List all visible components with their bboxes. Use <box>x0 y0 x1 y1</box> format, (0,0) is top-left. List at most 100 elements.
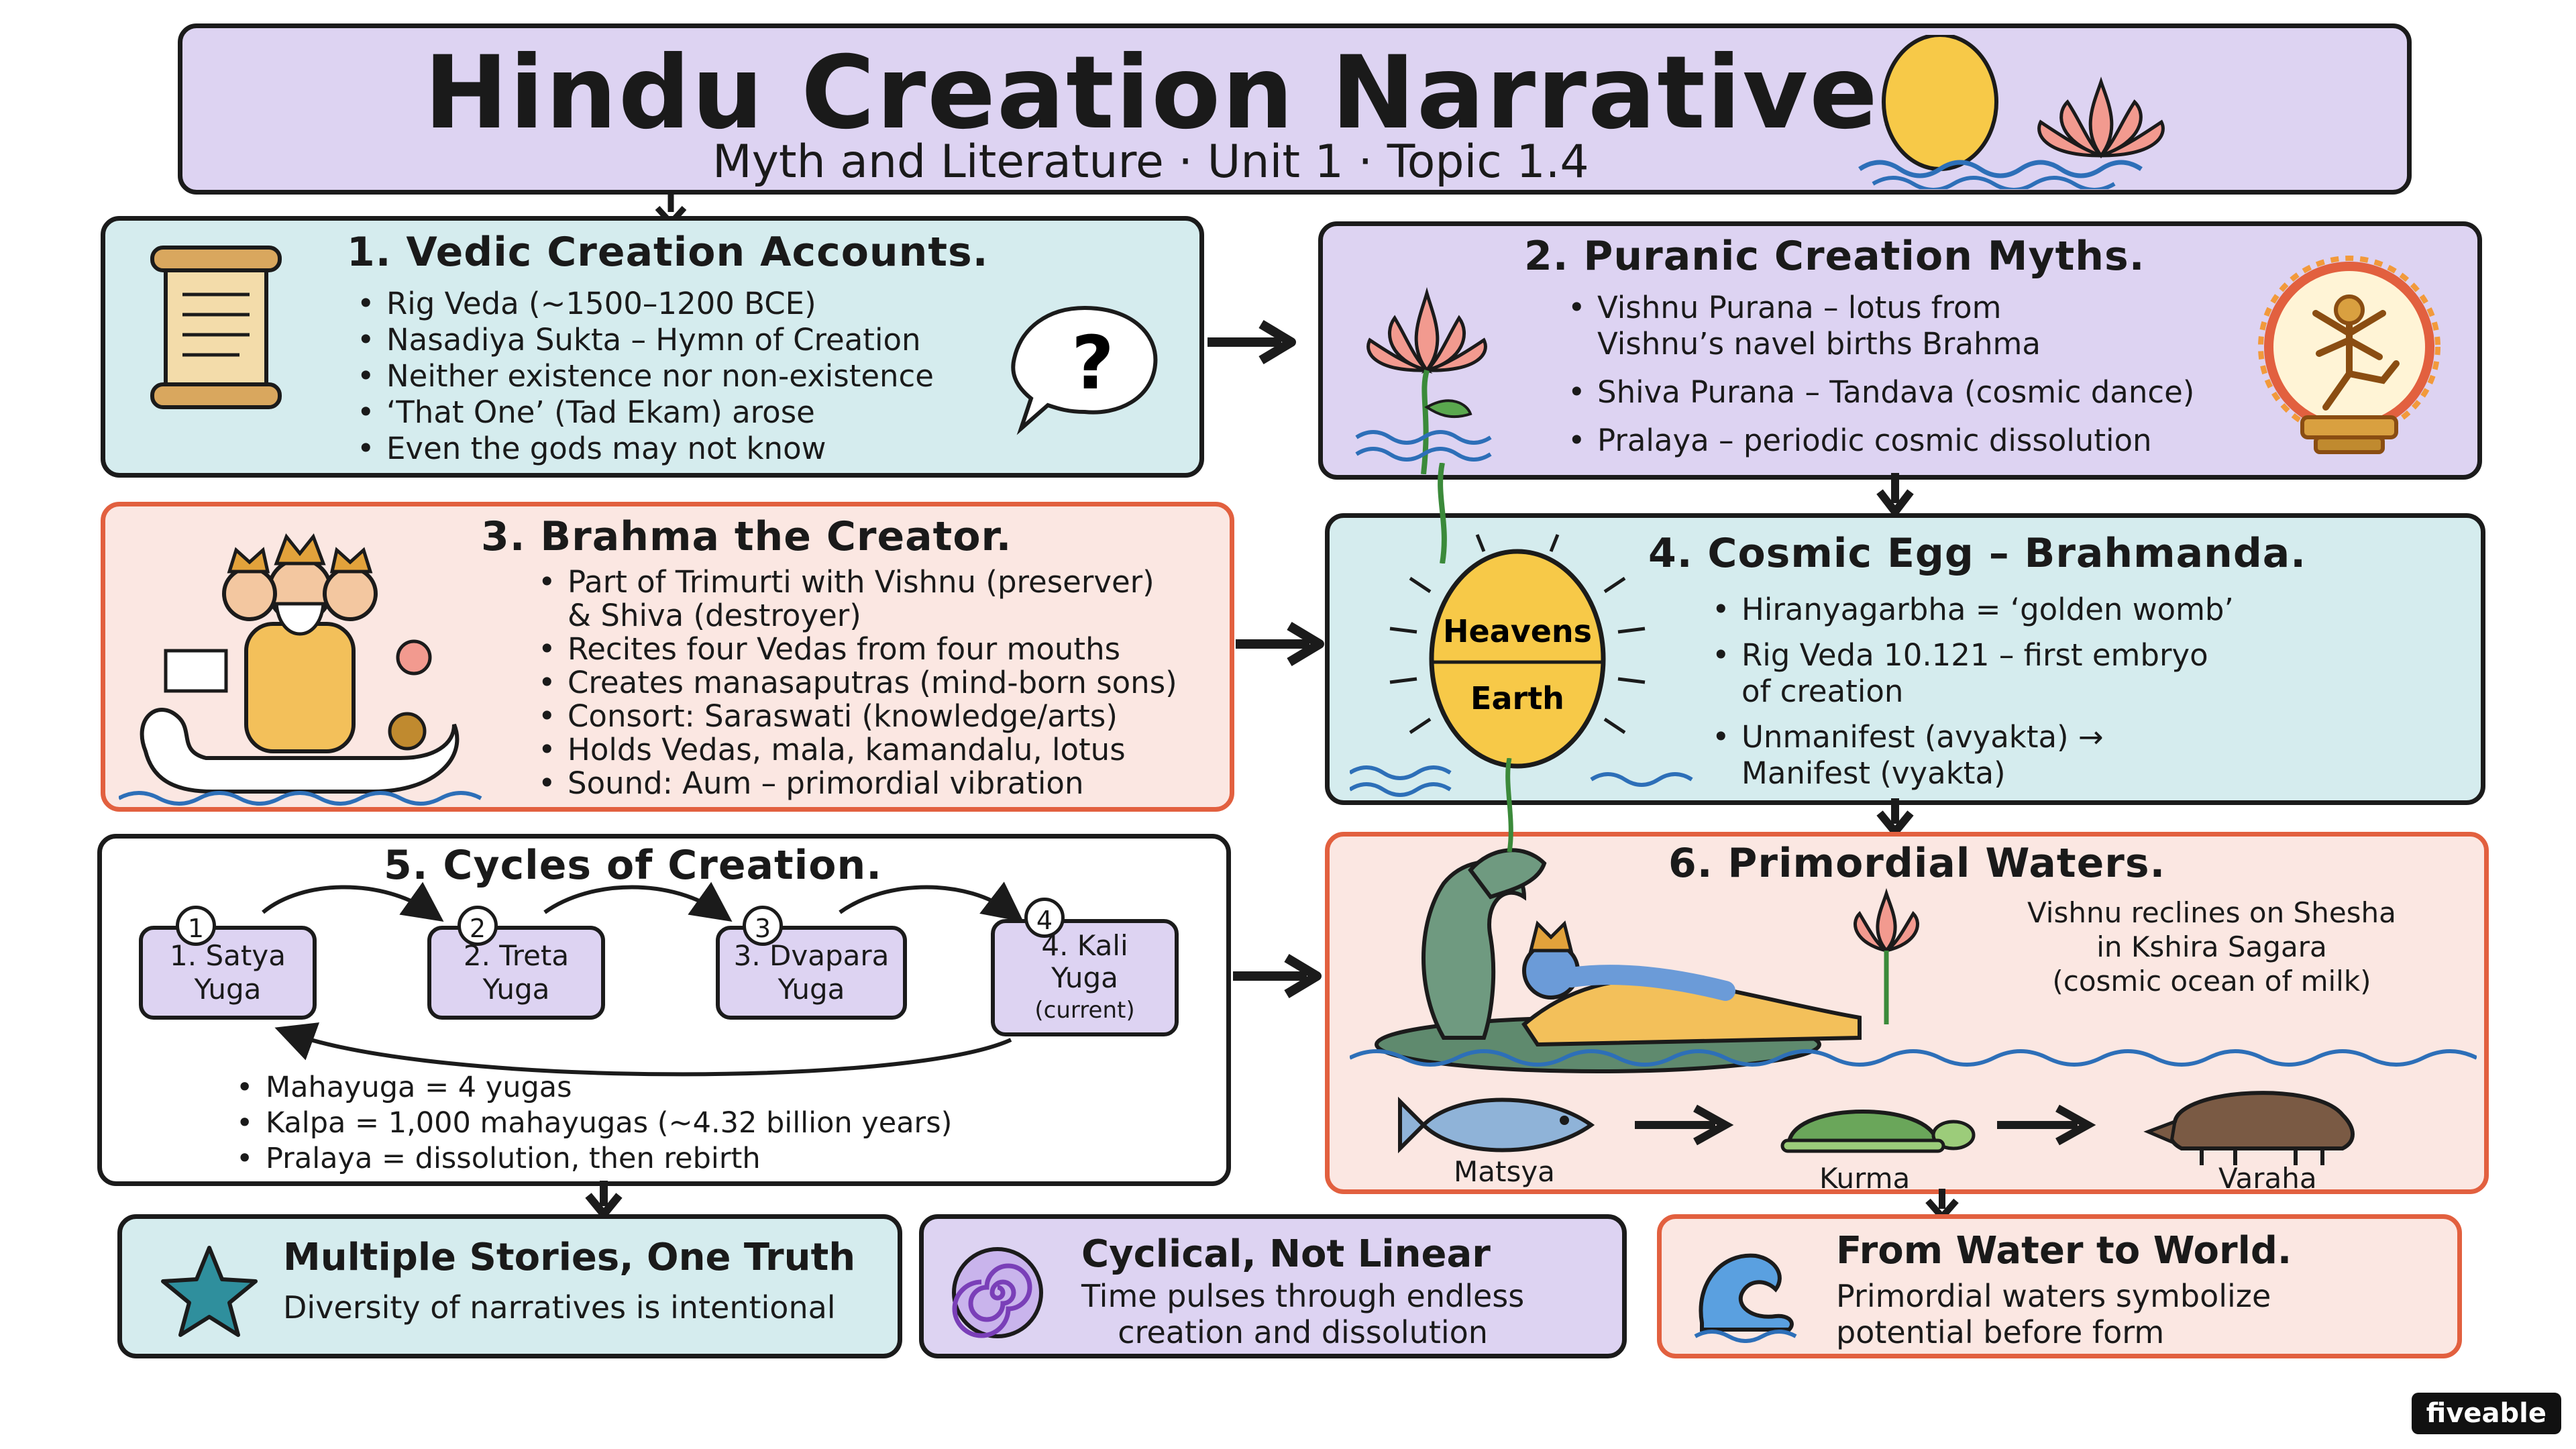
egg-connector <box>1505 758 1513 852</box>
cosmic-egg-bullets: Hiranyagarbha = ‘golden womb’ Rig Veda 1… <box>1712 592 2234 792</box>
takeaway-text: Primordial waters symbolize potential be… <box>1836 1278 2271 1350</box>
avatar-label-varaha: Varaha <box>2218 1162 2317 1195</box>
section-cosmic-egg-title: 4. Cosmic Egg – Brahmanda. <box>1648 530 2307 577</box>
question-mark: ? <box>1071 320 1114 406</box>
fiveable-logo[interactable]: fiveable <box>2411 1393 2561 1434</box>
yuga-label: Yuga <box>1051 961 1118 994</box>
yuga-label: Yuga <box>194 973 262 1006</box>
brahma-on-swan-icon <box>119 533 482 806</box>
section-brahma-title: 3. Brahma the Creator. <box>481 513 1012 560</box>
list-item-line: Holds Vedas, mala, kamandalu, lotus <box>568 732 1126 767</box>
yuga-satya: 1. Satya Yuga <box>139 926 317 1020</box>
golden-egg-icon: Heavens Earth <box>1350 534 1693 797</box>
yuga-kali: 4. Kali Yuga (current) <box>991 919 1179 1036</box>
star-icon <box>161 1246 258 1337</box>
list-item-line: Pralaya – periodic cosmic dissolution <box>1597 423 2152 458</box>
section-vedic-title: 1. Vedic Creation Accounts. <box>347 229 989 276</box>
list-item-line: of creation <box>1741 674 1904 709</box>
egg-heavens-label: Heavens <box>1443 613 1592 649</box>
page-subtitle: Myth and Literature · Unit 1 · Topic 1.4 <box>712 136 1589 189</box>
section-primordial-waters: 6. Primordial Waters. Vishnu reclines on… <box>1325 832 2489 1195</box>
list-item: Consort: Saraswati (knowledge/arts) <box>538 698 1177 734</box>
vedic-bullets: Rig Veda (~1500–1200 BCE) Nasadiya Sukta… <box>357 286 934 467</box>
arrow-right-icon <box>1208 319 1296 365</box>
list-item: Creates manasaputras (mind-born sons) <box>538 666 1177 700</box>
list-item: Part of Trimurti with Vishnu (preserver)… <box>538 566 1177 633</box>
list-item: Nasadiya Sukta – Hymn of Creation <box>357 322 934 358</box>
spiral-icon <box>952 1247 1043 1338</box>
list-item-line: Sound: Aum – primordial vibration <box>568 765 1084 801</box>
takeaway-water-to-world: From Water to World. Primordial waters s… <box>1657 1214 2462 1358</box>
section-cosmic-egg: Heavens Earth 4. Cosmic Egg – Brahmanda.… <box>1325 513 2485 805</box>
waters-caption: Vishnu reclines on Shesha in Kshira Saga… <box>2027 896 2396 998</box>
caption-line: Vishnu reclines on Shesha <box>2027 896 2396 929</box>
list-item-line: Vishnu Purana – lotus from <box>1597 290 2002 325</box>
section-waters-title: 6. Primordial Waters. <box>1668 840 2166 887</box>
yuga-label: 3. Dvapara <box>733 939 890 972</box>
list-item-line: Manifest (vyakta) <box>1741 755 2006 791</box>
brahma-bullets: Part of Trimurti with Vishnu (preserver)… <box>538 566 1177 801</box>
list-item-line: Consort: Saraswati (knowledge/arts) <box>568 698 1118 734</box>
list-item: Unmanifest (avyakta) →Manifest (vyakta) <box>1712 719 2234 792</box>
caption-line: (cosmic ocean of milk) <box>2052 965 2371 998</box>
vishnu-on-shesha-icon <box>1375 848 1919 1073</box>
yuga-dvapara: 3. Dvapara Yuga <box>716 926 907 1020</box>
list-item-line: Hiranyagarbha = ‘golden womb’ <box>1741 592 2234 627</box>
header-banner: Hindu Creation Narratives. Myth and Lite… <box>178 23 2412 195</box>
list-item-line: Vishnu’s navel births Brahma <box>1597 326 2041 362</box>
step-number: 1 <box>176 906 216 946</box>
arrow-right-icon <box>1635 1104 1734 1146</box>
boar-icon <box>2143 1091 2355 1165</box>
list-item: Rig Veda (~1500–1200 BCE) <box>357 286 934 322</box>
section-puranic: 2. Puranic Creation Myths. Vishnu Purana… <box>1318 221 2482 480</box>
step-number: 3 <box>743 906 783 946</box>
takeaway-title: From Water to World. <box>1836 1229 2292 1273</box>
list-item: Pralaya = dissolution, then rebirth <box>236 1141 952 1177</box>
list-item-line: Part of Trimurti with Vishnu (preserver) <box>568 564 1155 600</box>
yuga-label: Yuga <box>777 973 845 1006</box>
ocean-waves <box>1350 1049 2477 1067</box>
yuga-label: 4. Kali <box>1041 929 1128 962</box>
list-item: Hiranyagarbha = ‘golden womb’ <box>1712 592 2234 628</box>
section-cycles-title: 5. Cycles of Creation. <box>384 842 882 889</box>
list-item: Holds Vedas, mala, kamandalu, lotus <box>538 733 1177 767</box>
arrow-down-icon <box>1876 473 1914 519</box>
list-item-line: Rig Veda 10.121 – first embryo <box>1741 637 2208 673</box>
takeaway-cyclical: Cyclical, Not Linear Time pulses through… <box>919 1214 1627 1358</box>
section-puranic-title: 2. Puranic Creation Myths. <box>1524 233 2145 280</box>
scroll-icon <box>150 246 282 409</box>
yuga-label: 1. Satya <box>170 939 286 972</box>
caption-line: in Kshira Sagara <box>2096 930 2327 963</box>
step-number: 4 <box>1024 898 1065 938</box>
takeaway-line: creation and dissolution <box>1118 1314 1488 1350</box>
list-item: Even the gods may not know <box>357 431 934 467</box>
turtle-icon <box>1780 1110 1976 1153</box>
avatar-label-kurma: Kurma <box>1819 1162 1911 1195</box>
cycles-bullets: Mahayuga = 4 yugas Kalpa = 1,000 mahayug… <box>236 1070 952 1177</box>
list-item: Neither existence nor non-existence <box>357 358 934 394</box>
list-item: Shiva Purana – Tandava (cosmic dance) <box>1568 374 2194 411</box>
takeaway-title: Multiple Stories, One Truth <box>283 1236 856 1279</box>
list-item: Recites four Vedas from four mouths <box>538 631 1177 667</box>
list-item-line: Recites four Vedas from four mouths <box>568 631 1121 667</box>
arrow-right-icon <box>1233 953 1322 999</box>
section-brahma: 3. Brahma the Creator. Part of Trimurti … <box>101 502 1234 812</box>
lotus-stem-connector <box>1438 463 1447 564</box>
list-item-line: Shiva Purana – Tandava (cosmic dance) <box>1597 374 2195 410</box>
egg-earth-label: Earth <box>1470 680 1564 716</box>
list-item: Pralaya – periodic cosmic dissolution <box>1568 423 2194 459</box>
takeaway-line: potential before form <box>1836 1314 2165 1350</box>
arrow-right-icon <box>1236 621 1324 667</box>
takeaway-line: Time pulses through endless <box>1081 1278 1525 1314</box>
list-item-line: & Shiva (destroyer) <box>568 598 861 633</box>
section-cycles: 5. Cycles of Creation. 1. Satya Yuga 1 2… <box>97 834 1231 1186</box>
takeaway-multiple-stories: Multiple Stories, One Truth Diversity of… <box>117 1214 902 1358</box>
list-item: Mahayuga = 4 yugas <box>236 1070 952 1106</box>
takeaway-text: Diversity of narratives is intentional <box>283 1289 836 1326</box>
fish-icon <box>1398 1096 1595 1154</box>
section-vedic: 1. Vedic Creation Accounts. Rig Veda (~1… <box>101 216 1204 478</box>
list-item-line: Unmanifest (avyakta) → <box>1741 719 2104 755</box>
